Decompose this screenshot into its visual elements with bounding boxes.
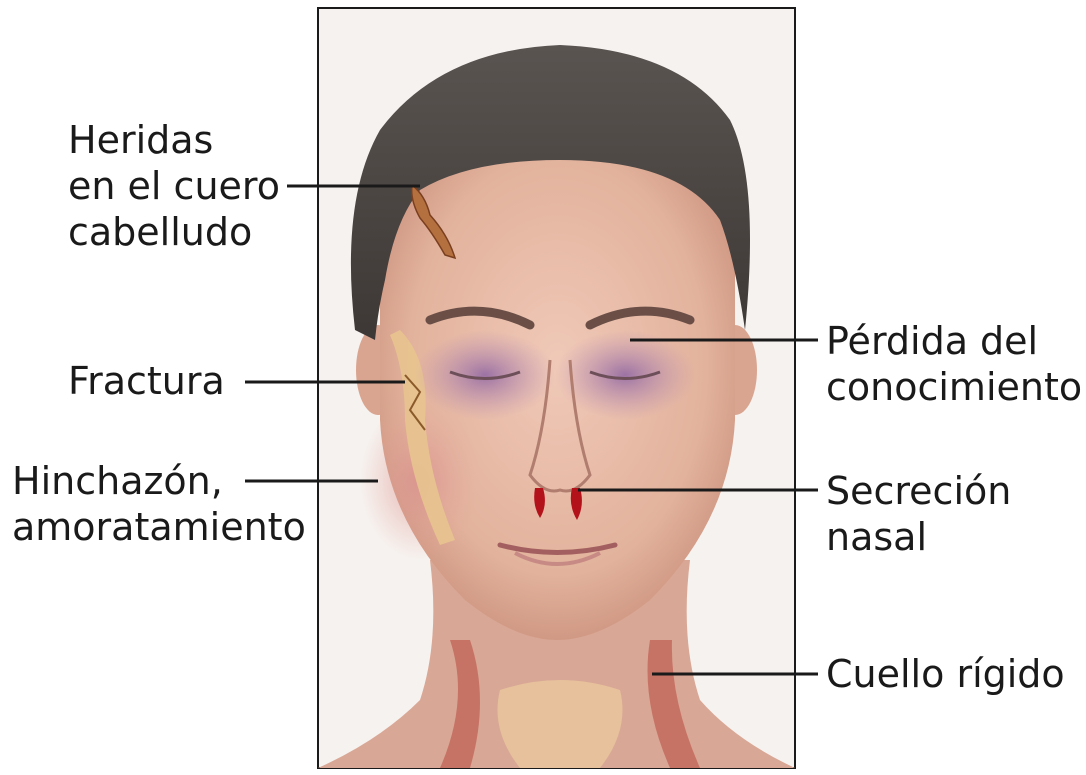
- label-line: Hinchazón,: [12, 458, 306, 504]
- label-line: Cuello rígido: [826, 651, 1065, 697]
- label-line: amoratamiento: [12, 504, 306, 550]
- label-nasal-discharge: Secreción nasal: [826, 468, 1011, 560]
- label-line: cabelludo: [68, 209, 280, 255]
- label-line: en el cuero: [68, 163, 280, 209]
- label-fracture: Fractura: [68, 358, 225, 404]
- label-line: Pérdida del: [826, 318, 1082, 364]
- neck-structure: [498, 680, 623, 768]
- label-swelling: Hinchazón, amoratamiento: [12, 458, 306, 550]
- label-line: Secreción: [826, 468, 1011, 514]
- bruise-left-eye: [415, 330, 555, 420]
- label-line: Fractura: [68, 358, 225, 404]
- label-line: nasal: [826, 514, 1011, 560]
- label-scalp-wounds: Heridas en el cuero cabelludo: [68, 117, 280, 255]
- label-stiff-neck: Cuello rígido: [826, 651, 1065, 697]
- label-loss-consciousness: Pérdida del conocimiento: [826, 318, 1082, 410]
- label-line: Heridas: [68, 117, 280, 163]
- label-line: conocimiento: [826, 364, 1082, 410]
